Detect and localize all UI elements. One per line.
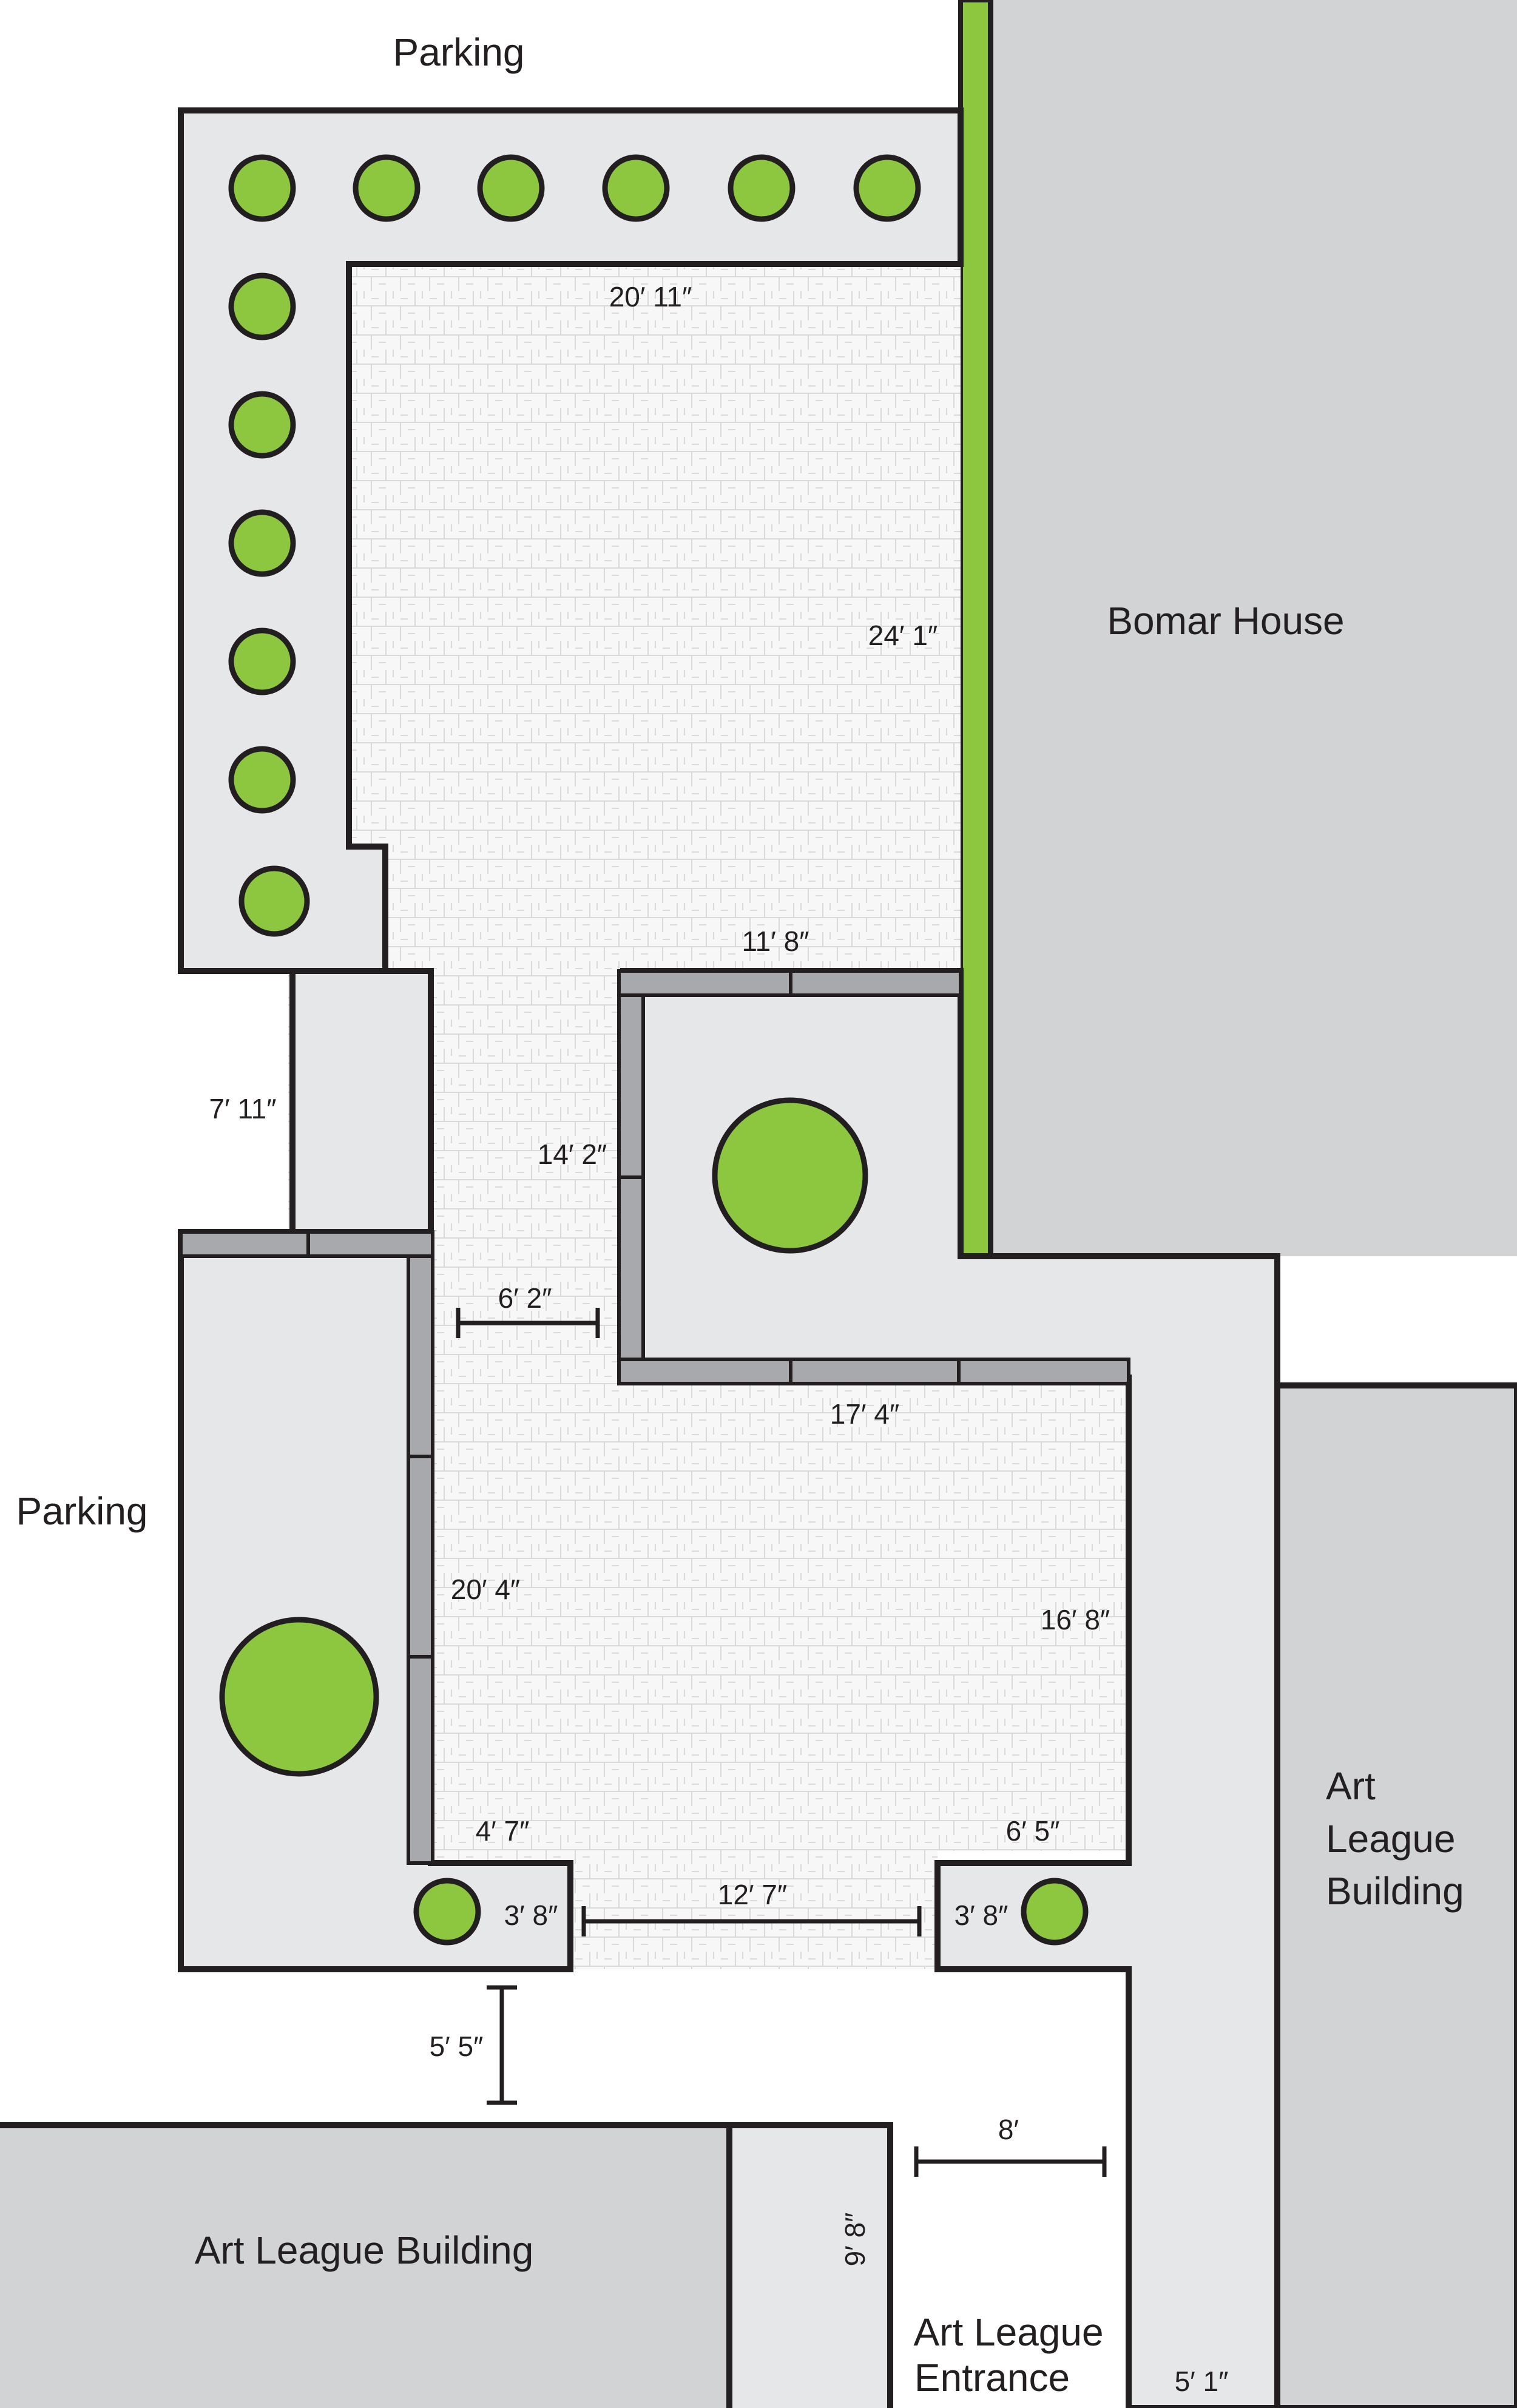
dim-label: 17′ 4″ (830, 1398, 899, 1430)
dim-label: 3′ 8″ (504, 1899, 558, 1931)
dim-label: 5′ 5″ (430, 2031, 484, 2062)
tree-icon (228, 154, 296, 222)
tree-icon (477, 154, 545, 222)
tree-icon (228, 746, 296, 814)
dim-label: 20′ 11″ (609, 281, 692, 313)
tree-icon (228, 391, 296, 459)
bomar-house-building (990, 0, 1517, 1256)
label-art-league-right-3: Building (1326, 1869, 1464, 1913)
dim-label: 24′ 1″ (868, 620, 938, 651)
label-art-league-right-1: Art (1326, 1764, 1376, 1808)
label-entrance-1: Art League (913, 2310, 1103, 2354)
dim-label: 12′ 7″ (718, 1879, 787, 1910)
tree-icon (228, 509, 296, 577)
label-art-league-bottom: Art League Building (195, 2228, 534, 2272)
seat-walls (179, 969, 1130, 1865)
dimension-lines (456, 1308, 1107, 2177)
wall-segment (617, 993, 645, 1179)
wall-segment (407, 1655, 434, 1865)
dim-line-8 (914, 2146, 1107, 2177)
dim-label: 9′ 8″ (839, 2213, 871, 2267)
tree-icon (728, 154, 796, 222)
tree-icon (853, 154, 921, 222)
art-league-building-right (1274, 1382, 1517, 2408)
dim-line-5-5 (487, 1985, 517, 2105)
wall-segment (306, 1230, 434, 1258)
tree-icon (1021, 1878, 1089, 1946)
label-parking-top: Parking (393, 30, 525, 74)
trees (219, 154, 1089, 1946)
wall-segment (407, 1254, 434, 1458)
dim-label: 6′ 5″ (1006, 1815, 1060, 1847)
tree-icon (219, 1617, 379, 1777)
label-bomar-house: Bomar House (1107, 599, 1344, 643)
dim-label: 16′ 8″ (1041, 1604, 1110, 1635)
label-entrance-2: Entrance (914, 2356, 1070, 2400)
wall-segment (789, 969, 962, 997)
dim-label: 8′ (998, 2114, 1019, 2145)
tree-icon (238, 865, 310, 937)
tree-icon (353, 154, 421, 222)
tree-icon (602, 154, 670, 222)
label-art-league-right-2: League (1326, 1817, 1456, 1861)
wall-segment (617, 969, 792, 997)
tree-icon (413, 1878, 481, 1946)
label-parking-left: Parking (16, 1489, 148, 1533)
wall-segment (789, 1358, 961, 1385)
wall-segment (617, 1175, 645, 1379)
tree-icon (228, 272, 296, 340)
dim-label: 14′ 2″ (538, 1138, 607, 1170)
tree-icon (712, 1097, 868, 1254)
brick-paver-courtyard (288, 264, 1129, 1969)
entrance-planter (726, 2122, 893, 2408)
dim-line-6-2 (456, 1308, 600, 1338)
planter-left-connector (289, 968, 434, 1235)
tree-icon (228, 627, 296, 695)
dim-label: 11′ 8″ (742, 925, 809, 957)
dim-label: 6′ 2″ (498, 1282, 552, 1314)
dim-label: 20′ 4″ (451, 1574, 520, 1605)
dim-label: 7′ 11″ (209, 1093, 276, 1125)
wall-segment (407, 1455, 434, 1659)
wall-segment (957, 1358, 1130, 1385)
dim-line-12-7 (581, 1906, 922, 1936)
dim-label: 4′ 7″ (476, 1815, 530, 1847)
dim-label: 5′ 1″ (1175, 2366, 1229, 2397)
wall-segment (617, 1358, 792, 1385)
wall-segment (179, 1230, 310, 1258)
hedge-strip (958, 0, 993, 1259)
dim-label: 3′ 8″ (954, 1899, 1009, 1931)
